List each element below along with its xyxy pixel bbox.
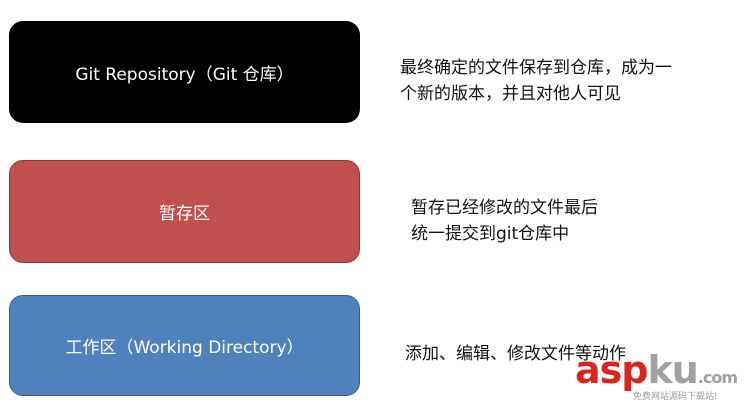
- aspku-watermark: aspku.com 免费网站源码下载站!: [575, 348, 745, 405]
- logo-com: .com: [697, 368, 738, 387]
- git-repository-label: Git Repository（Git 仓库）: [75, 64, 294, 85]
- git-repository-description: 最终确定的文件保存到仓库，成为一 个新的版本，并且对他人可见: [400, 55, 730, 107]
- description-line: 个新的版本，并且对他人可见: [400, 84, 621, 104]
- staging-area-description: 暂存已经修改的文件最后 统一提交到git仓库中: [411, 195, 651, 247]
- aspku-logo: aspku.com: [575, 348, 738, 392]
- description-line: 统一提交到git仓库中: [411, 224, 570, 244]
- logo-ku: ku: [647, 348, 698, 392]
- watermark-subtitle: 免费网站源码下载站!: [633, 392, 718, 402]
- description-line: 最终确定的文件保存到仓库，成为一: [400, 58, 672, 78]
- working-directory-description: 添加、编辑、修改文件等动作: [405, 341, 685, 367]
- staging-area-box: 暂存区: [9, 160, 360, 263]
- logo-asp: asp: [575, 348, 648, 392]
- description-line: 添加、编辑、修改文件等动作: [405, 344, 626, 364]
- description-line: 暂存已经修改的文件最后: [411, 198, 598, 218]
- working-directory-label: 工作区（Working Directory）: [65, 338, 304, 358]
- staging-area-label: 暂存区: [159, 204, 210, 224]
- working-directory-box: 工作区（Working Directory）: [9, 295, 360, 396]
- git-repository-box: Git Repository（Git 仓库）: [9, 21, 360, 123]
